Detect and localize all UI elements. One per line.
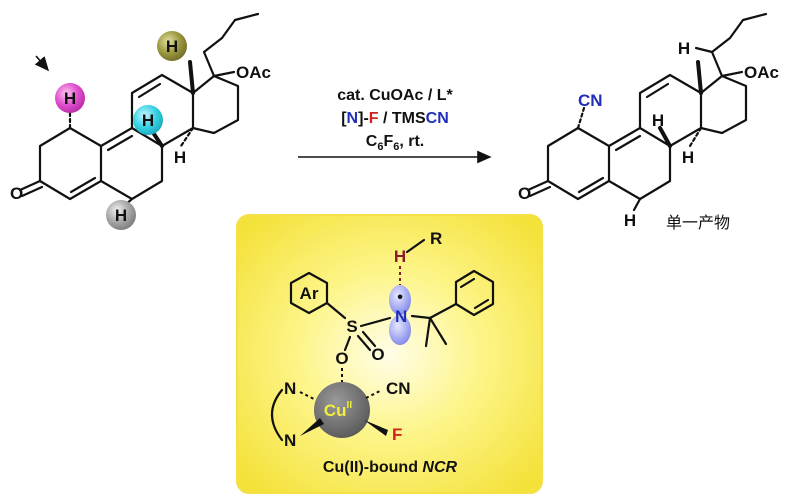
ar-s-bond [325,301,347,320]
oac-label: OAc [236,63,271,82]
s-o-double-2 [361,330,377,348]
p-diene-double-bond [614,134,642,152]
ring-c [130,73,195,148]
p-h-bottom-label: H [624,211,636,230]
p-h-mid-label: H [652,111,664,130]
panel-s-label: S [346,317,357,336]
cumyl-methyl-1 [424,316,432,348]
p-h-top-label: H [678,39,690,58]
diene-double-bond [106,134,134,152]
ring-d [191,74,240,135]
p-h-top-bond [694,46,714,54]
h-olive-label: H [166,37,178,56]
h-highlight-gray [106,200,136,230]
h-highlight-magenta [55,83,85,113]
reaction-conditions: cat. CuOAc / L* [N]-F / TMSCN C6F6, rt. [298,87,492,164]
p-side-chain [710,12,768,78]
s-o-double [356,334,372,352]
condition-line-2: [N]-F / TMSCN [341,110,449,127]
p-cn-label: CN [578,91,603,110]
s-n-bond [359,316,392,328]
h-cyan-label: H [142,111,154,130]
oxygen-label: O [10,184,23,203]
ring-c-double-bond [137,82,162,99]
p-carbonyl-bond [526,179,550,192]
orbital-lobe-top [389,285,411,315]
pointer-arrow [34,55,50,72]
ring-b [99,126,164,201]
p-ring-c-double-bond [645,82,670,99]
panel-o-below-label: O [335,349,348,368]
s-o-single [343,335,352,352]
h-r-bond [405,238,426,254]
p-ring-b [607,126,672,201]
p-oac-bond [720,70,744,78]
panel-o-right-label: O [371,345,384,364]
panel-caption: Cu(II)-bound NCR [323,459,458,476]
h-magenta-label: H [64,89,76,108]
cu-cn-dashed [365,389,383,399]
p-carbonyl-bond-2 [528,185,552,198]
p-h-mid-bond [658,126,672,148]
p-ring-a [546,126,611,201]
panel-cu-label: CuII [324,400,352,420]
cumyl-methyl-2 [428,316,448,346]
product-caption: 单一产物 [666,213,730,232]
side-chain [202,12,260,78]
p-h-ring-label: H [682,148,694,167]
n-bottom-cu-wedge [300,418,324,436]
panel-f-label: F [392,425,402,444]
panel-r-label: R [430,229,442,248]
p-oac-label: OAc [744,63,779,82]
oac-bond [212,70,236,78]
p-h-bottom-bond [632,197,642,212]
phenyl-double-1 [459,277,476,289]
h-highlight-cyan [133,105,163,135]
h-highlight-olive [157,31,187,61]
ring-a [38,126,103,201]
p-enone-double-bond [577,176,605,194]
condition-line-1: cat. CuOAc / L* [337,87,453,104]
carbonyl-bond-2 [20,185,44,198]
enone-double-bond [69,176,97,194]
panel-h-label: H [394,247,406,266]
phenyl-double-2 [473,298,490,310]
cumyl-phenyl-bond [428,302,458,320]
ligand-backbone [270,388,284,442]
p-angular-methyl [696,60,703,95]
condition-line-3: C6F6, rt. [366,133,424,153]
cu-f-wedge [364,420,388,436]
h-ring-label: H [174,148,186,167]
n-top-cu-dashed [299,391,317,401]
panel-n-top-label: N [284,379,296,398]
product-steroid: CN H H H H OAc O 单一产物 [518,12,779,232]
p-h-ring-bond [688,126,703,148]
copper-complex-panel: H R • N Ar S O O CuII N [236,214,543,494]
panel-cn-label: CN [386,379,411,398]
radical-dot: • [397,289,403,306]
phenyl-ring [454,269,495,317]
h-bond-ring [179,126,195,148]
panel-ar-label: Ar [300,284,319,303]
p-cn-bond [576,106,586,130]
panel-background [236,214,543,494]
n-cumyl-bond [410,314,432,320]
orbital-lobe-bottom [389,315,411,345]
p-oxygen-label: O [518,184,531,203]
panel-n-radical-label: N [395,307,407,326]
h-gray-label: H [115,206,127,225]
angular-methyl [188,60,195,95]
panel-n-bottom-label: N [284,431,296,450]
carbonyl-bond [18,179,42,192]
copper-sphere [314,382,370,438]
starting-steroid: H H H H H OAc O [10,12,271,230]
p-ring-d [699,74,748,135]
p-ring-c [638,73,703,148]
